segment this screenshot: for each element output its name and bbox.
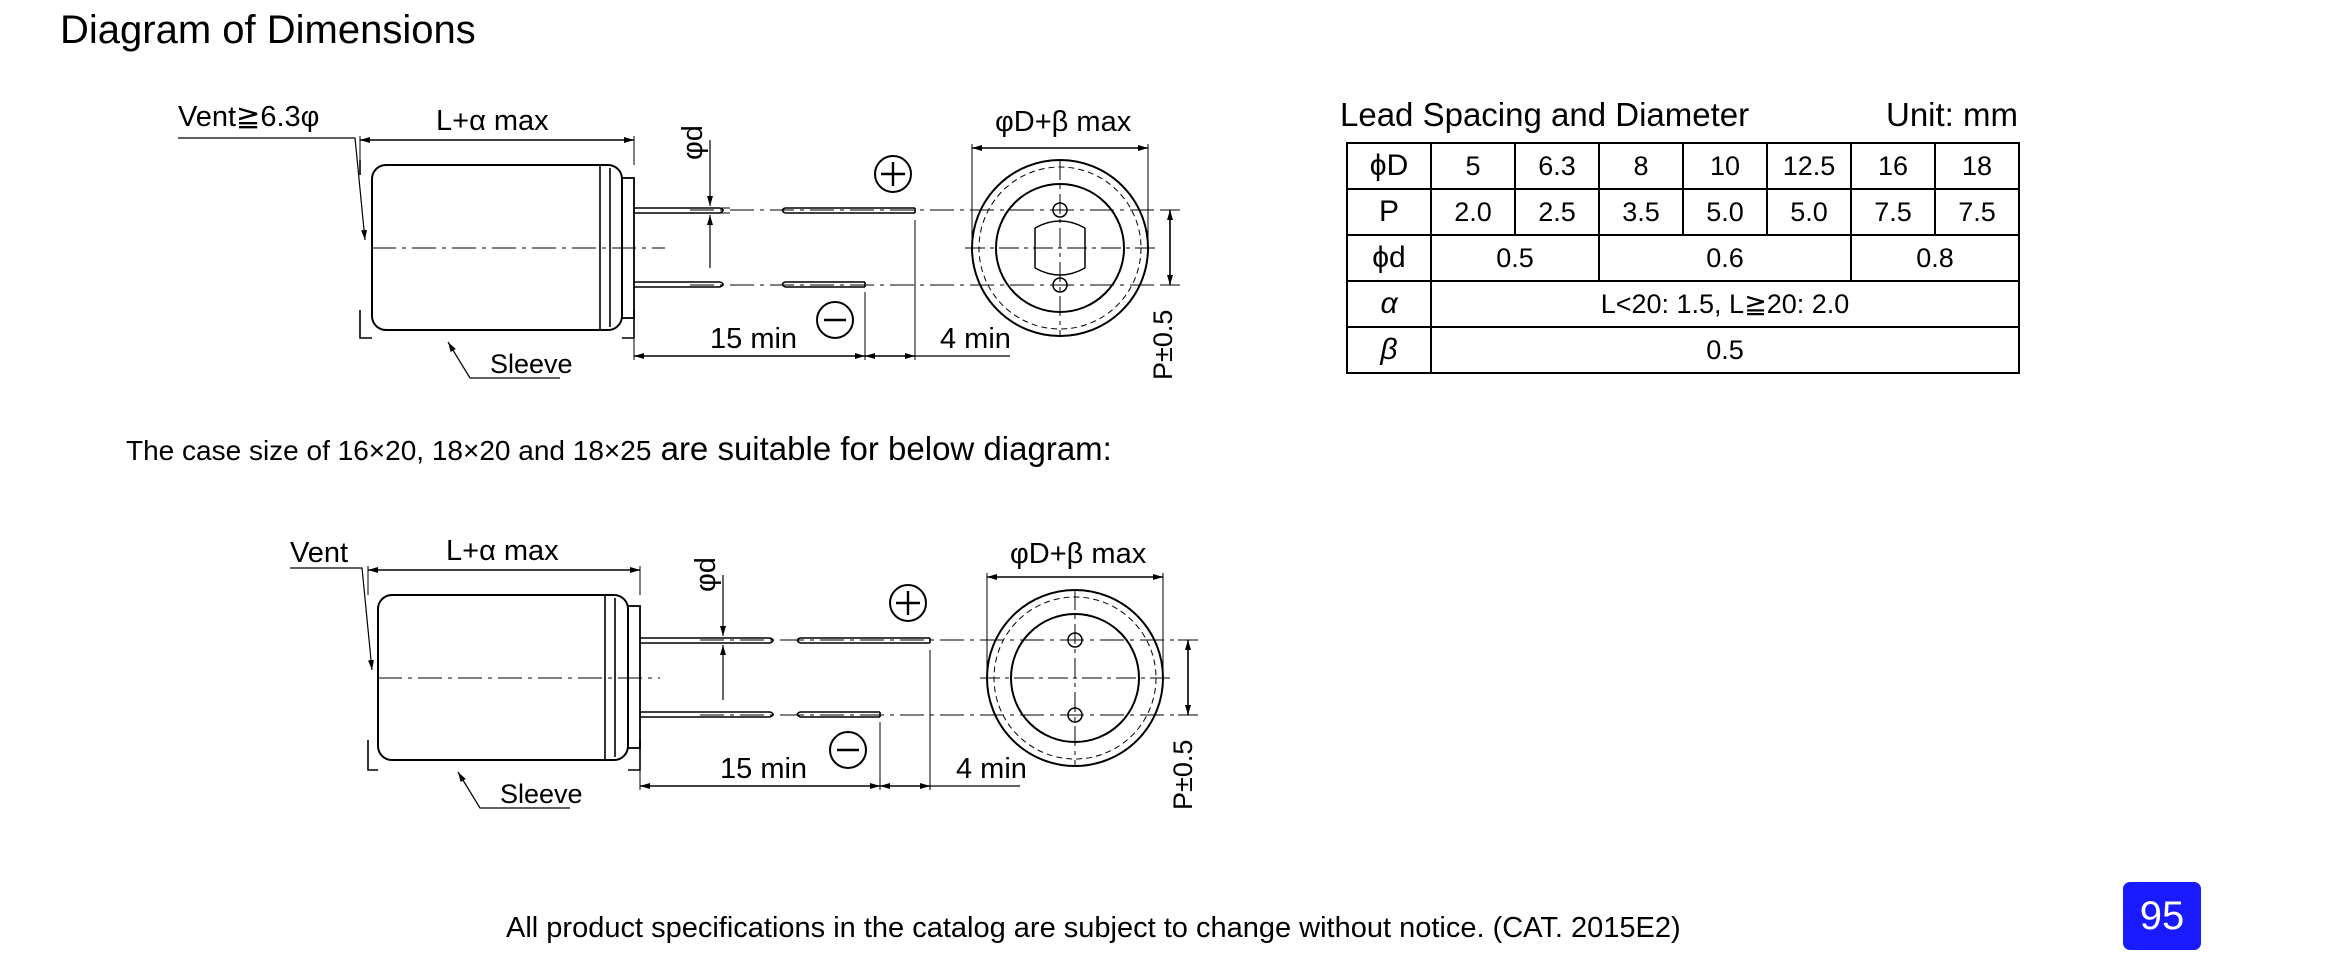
lead-gap-label-1: 4 min bbox=[940, 323, 1011, 355]
suitable-note: The case size of 16×20, 18×20 and 18×25 … bbox=[126, 430, 1112, 468]
diagram-2 bbox=[290, 566, 1198, 809]
table-cell: 7.5 bbox=[1850, 188, 1936, 236]
vent-label-2: Vent bbox=[290, 537, 348, 569]
table-cell: L<20: 1.5, L≧20: 2.0 bbox=[1430, 280, 2020, 328]
case-dia-label-2: φD+β max bbox=[1010, 538, 1147, 570]
diagram-1 bbox=[178, 136, 1180, 379]
row-label-alpha: α bbox=[1346, 280, 1432, 328]
diagram-1-labels: Vent≧6.3φ L+α max φd φD+β max Sleeve 15 … bbox=[178, 101, 1178, 380]
length-label-2: L+α max bbox=[446, 535, 559, 567]
table-cell: 2.5 bbox=[1514, 188, 1600, 236]
row-label-P: P bbox=[1346, 188, 1432, 236]
table-row: ϕD 5 6.3 8 10 12.5 16 18 bbox=[1346, 142, 2020, 190]
table-cell: 3.5 bbox=[1598, 188, 1684, 236]
table-cell: 18 bbox=[1934, 142, 2020, 190]
page-title: Diagram of Dimensions bbox=[60, 8, 476, 52]
table-cell: 5.0 bbox=[1766, 188, 1852, 236]
table-cell: 0.5 bbox=[1430, 234, 1600, 282]
lead-dia-label-1: φd bbox=[677, 125, 709, 160]
table-cell: 8 bbox=[1598, 142, 1684, 190]
table-cell: 0.5 bbox=[1430, 326, 2020, 374]
diagram-2-labels: Vent L+α max φd φD+β max Sleeve 15 min 4… bbox=[290, 535, 1198, 810]
table-cell: 0.8 bbox=[1850, 234, 2020, 282]
table-cell: 5 bbox=[1430, 142, 1516, 190]
table-cell: 12.5 bbox=[1766, 142, 1852, 190]
pitch-label-1: P±0.5 bbox=[1148, 310, 1178, 380]
lead-length-label-1: 15 min bbox=[710, 323, 797, 355]
page-number-badge: 95 bbox=[2123, 882, 2201, 950]
row-label-D: ϕD bbox=[1346, 142, 1432, 190]
length-label-1: L+α max bbox=[436, 105, 549, 137]
table-row: P 2.0 2.5 3.5 5.0 5.0 7.5 7.5 bbox=[1346, 188, 2020, 236]
capacitor-end-view-2 bbox=[980, 589, 1170, 767]
footer-notice: All product specifications in the catalo… bbox=[506, 912, 1681, 944]
lead-dia-label-2: φd bbox=[690, 557, 722, 592]
table-title: Lead Spacing and Diameter bbox=[1340, 96, 1750, 133]
capacitor-body-2 bbox=[367, 594, 1195, 771]
table-cell: 5.0 bbox=[1682, 188, 1768, 236]
table-row: β 0.5 bbox=[1346, 326, 2020, 374]
table-cell: 0.6 bbox=[1598, 234, 1852, 282]
vent-label-1: Vent≧6.3φ bbox=[178, 101, 319, 133]
sleeve-label-1: Sleeve bbox=[490, 349, 573, 379]
suitable-note-sizes: The case size of 16×20, 18×20 and 18×25 bbox=[126, 435, 652, 466]
suitable-note-tail: are suitable for below diagram: bbox=[651, 430, 1112, 467]
case-dia-label-1: φD+β max bbox=[995, 106, 1132, 138]
lead-length-label-2: 15 min bbox=[720, 753, 807, 785]
table-cell: 7.5 bbox=[1934, 188, 2020, 236]
table-row: ϕd 0.5 0.6 0.8 bbox=[1346, 234, 2020, 282]
row-label-beta: β bbox=[1346, 326, 1432, 374]
table-cell: 10 bbox=[1682, 142, 1768, 190]
capacitor-end-view-1 bbox=[965, 159, 1155, 337]
lead-spacing-table: ϕD 5 6.3 8 10 12.5 16 18 P 2.0 2.5 3.5 5… bbox=[1346, 142, 2020, 374]
pitch-label-2: P±0.5 bbox=[1168, 740, 1198, 810]
table-row: α L<20: 1.5, L≧20: 2.0 bbox=[1346, 280, 2020, 328]
lead-gap-label-2: 4 min bbox=[956, 753, 1027, 785]
sleeve-label-2: Sleeve bbox=[500, 779, 583, 809]
table-header: Lead Spacing and Diameter Unit: mm bbox=[1340, 96, 2018, 134]
table-cell: 16 bbox=[1850, 142, 1936, 190]
table-cell: 2.0 bbox=[1430, 188, 1516, 236]
table-unit: Unit: mm bbox=[1886, 96, 2018, 133]
table-cell: 6.3 bbox=[1514, 142, 1600, 190]
row-label-d: ϕd bbox=[1346, 234, 1432, 282]
